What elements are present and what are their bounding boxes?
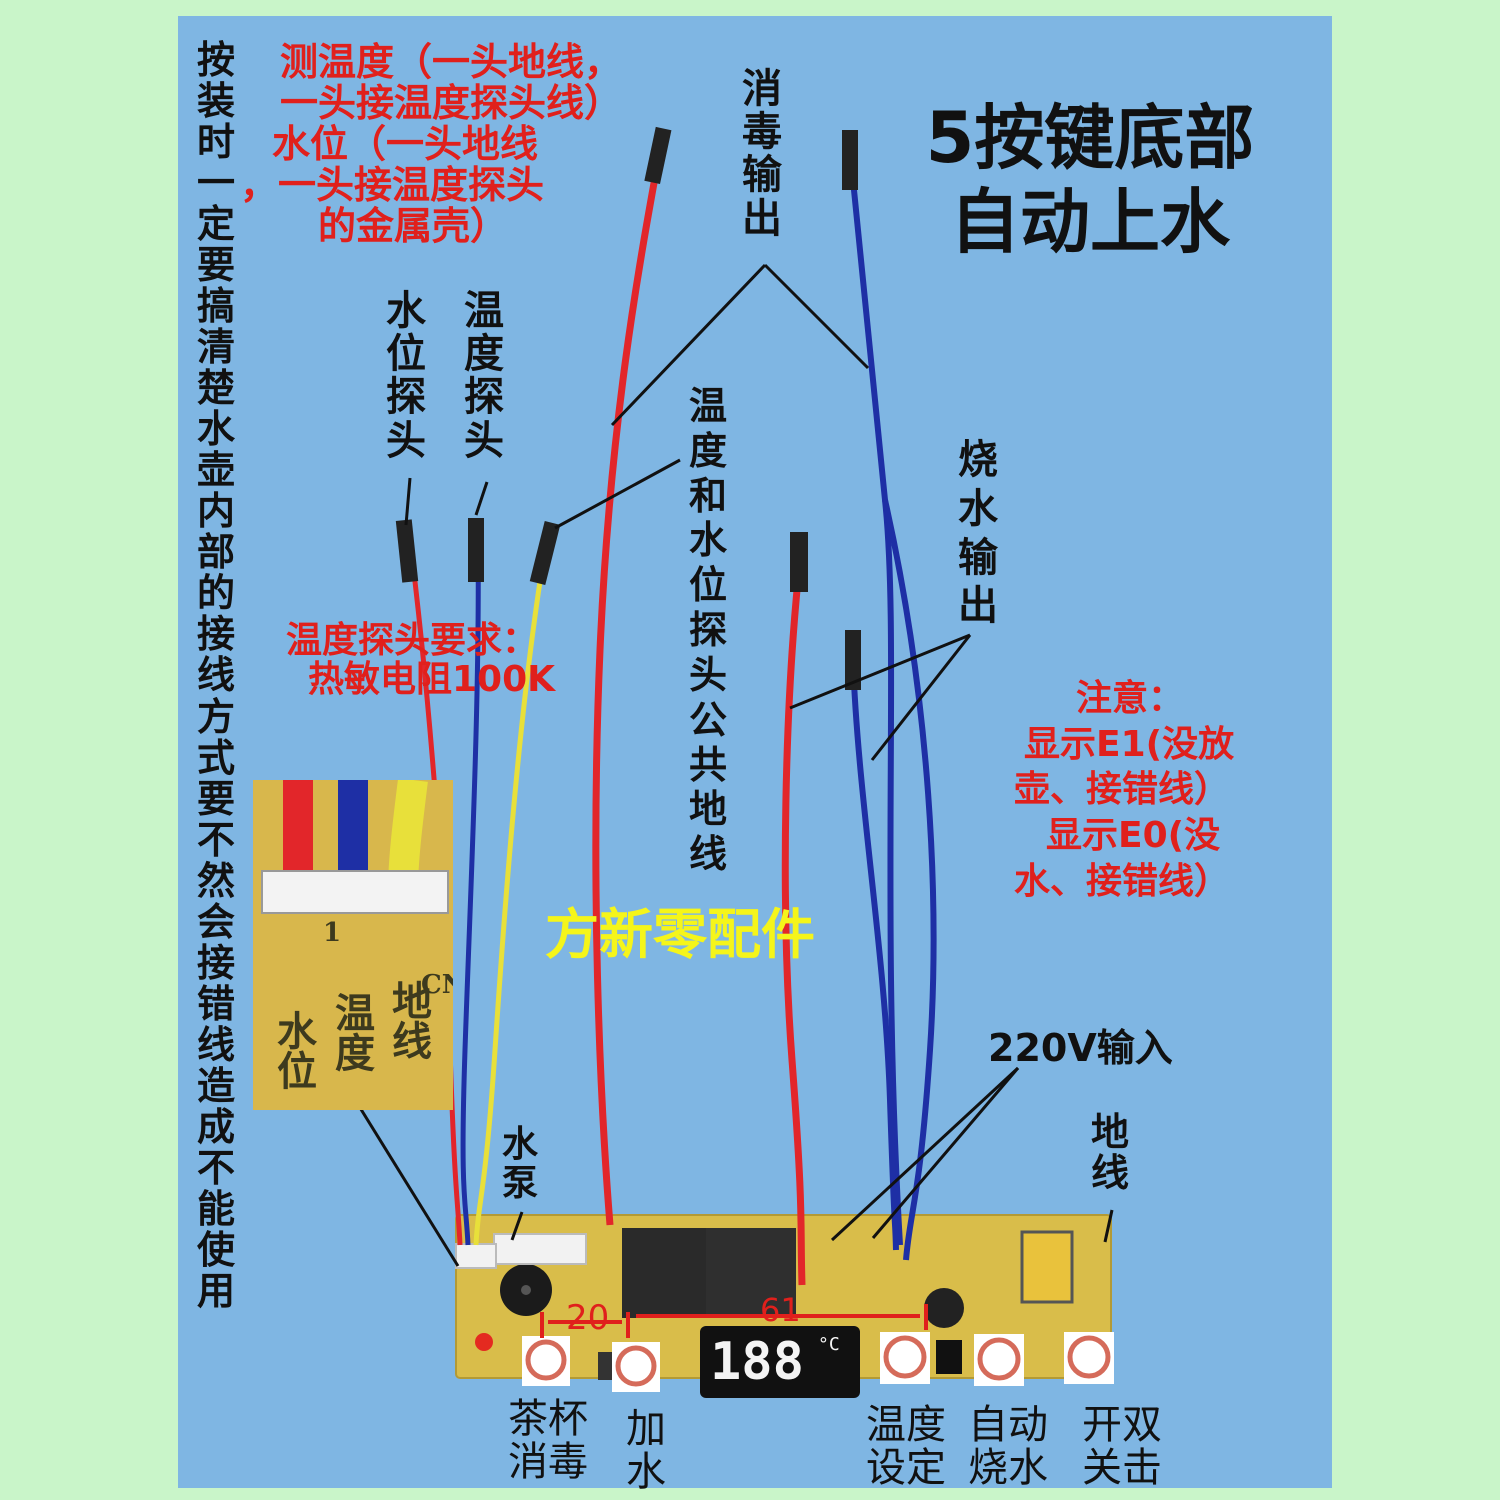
- button-label-temp-set: 温度 设定: [866, 1402, 946, 1492]
- wire-common-yellow: [473, 549, 548, 1246]
- title-line2: 自动上水: [950, 181, 1230, 263]
- leader-lines: [352, 263, 1114, 1267]
- inset-connector-closeup: 1 CN 水位 温度 地线: [253, 780, 453, 1110]
- add-water-line1: 加: [626, 1406, 666, 1452]
- probe-note-line5: 的金属壳）: [318, 204, 509, 249]
- inset-connector: [261, 870, 449, 914]
- button-label-add-water: 加 水: [626, 1406, 666, 1496]
- switch-temp-set[interactable]: [880, 1332, 930, 1384]
- label-pump: 水泵: [501, 1124, 538, 1204]
- display-digits: 188: [710, 1332, 804, 1392]
- label-common-ground: 温度和水位探头公共地线: [688, 384, 727, 877]
- label-temp-probe: 温度探头: [464, 288, 504, 464]
- wire-disinfect-red: [592, 149, 664, 1226]
- button-label-tea-disinfect: 茶杯 消毒: [508, 1396, 588, 1486]
- temp-probe-requirement: 温度探头要求： 热敏电阻100K: [286, 620, 556, 700]
- add-water-line2: 水: [626, 1449, 666, 1496]
- switch-tea-disinfect[interactable]: [522, 1336, 570, 1386]
- wire-boil-red: [781, 559, 806, 1286]
- inset-silk-cn: CN: [421, 970, 453, 1000]
- temp-set-line2: 设定: [866, 1445, 946, 1492]
- button-label-power: 开双 关击: [1082, 1402, 1162, 1492]
- pump-connector: [493, 1233, 587, 1265]
- probe-note-line2: 一头接温度探头线）: [280, 81, 623, 126]
- relay-1: [622, 1228, 708, 1318]
- inset-silk-temp: 温度: [328, 992, 375, 1072]
- relay-2: [706, 1228, 796, 1318]
- probe-note-line1: 测温度（一头地线，: [280, 40, 623, 84]
- dimension-arrow-20: [540, 1312, 630, 1338]
- switch-add-water[interactable]: [612, 1342, 660, 1392]
- attention-line2: 显示E1(没放: [1024, 723, 1235, 765]
- transformer: [1020, 1230, 1074, 1304]
- title-line1: 5按键底部: [925, 97, 1255, 179]
- button-label-auto-boil: 自动 烧水: [968, 1402, 1048, 1492]
- inset-silk-water-level: 水位: [270, 1010, 317, 1090]
- label-disinfect-output: 消毒输出: [742, 66, 782, 242]
- wire-boil-blue: [850, 659, 899, 1251]
- label-220v-input: 220V输入: [988, 1026, 1173, 1070]
- attention-line4: 显示E0(没: [1046, 815, 1221, 857]
- probe-note-line4: ，一头接温度探头: [240, 163, 545, 208]
- dimension-arrow-61: [636, 1304, 928, 1330]
- attention-line3: 壶、接错线）: [1014, 769, 1231, 811]
- tea-label-line1: 茶杯: [508, 1396, 588, 1442]
- dimension-20: 20: [566, 1298, 610, 1338]
- inset-silk-ground: 地线: [385, 980, 432, 1060]
- auto-boil-line1: 自动: [968, 1402, 1048, 1448]
- switch-auto-boil[interactable]: [974, 1334, 1024, 1386]
- temp-req-line1: 温度探头要求：: [286, 620, 539, 661]
- dimension-61: 61: [760, 1291, 801, 1329]
- capacitor-3: [598, 1352, 616, 1380]
- capacitor-1: [924, 1288, 964, 1328]
- capacitor-2: [936, 1340, 962, 1374]
- label-water-level-probe: 水位探头: [386, 288, 426, 464]
- temp-req-line2: 热敏电阻100K: [308, 658, 556, 700]
- power-line2: 关击: [1082, 1445, 1162, 1492]
- switch-power[interactable]: [1064, 1332, 1114, 1384]
- led: [475, 1333, 493, 1351]
- label-boil-output: 烧水输出: [958, 437, 998, 630]
- auto-boil-line2: 烧水: [968, 1445, 1048, 1492]
- probe-notes: 测温度（一头地线， 一头接温度探头线） 水位（一头地线 ，一头接温度探头 的金属…: [240, 40, 623, 249]
- power-line1: 开双: [1082, 1402, 1162, 1448]
- attention-line1: 注意：: [1076, 678, 1185, 719]
- attention-line5: 水、接错线）: [1014, 860, 1231, 902]
- page-title: 5按键底部 自动上水: [900, 96, 1280, 264]
- left-install-note: 按装时一定要搞清楚水壶内部的接线方式要不然会接错线造成不能使用: [196, 38, 235, 1313]
- wire-temp-blue: [460, 539, 481, 1246]
- temp-set-line1: 温度: [866, 1402, 946, 1448]
- inset-conn-num: 1: [323, 918, 342, 948]
- attention-note: 注意： 显示E1(没放 壶、接错线） 显示E0(没 水、接错线）: [1014, 676, 1234, 905]
- probe-note-line3: 水位（一头地线: [272, 122, 539, 167]
- wire-disinfect-blue: [847, 149, 903, 1246]
- display-unit: °C: [818, 1334, 840, 1355]
- brand-watermark: 方新零配件: [545, 903, 815, 966]
- label-ground: 地线: [1090, 1110, 1129, 1196]
- led-display: 188 °C: [700, 1326, 860, 1398]
- wire-220v-blue: [882, 499, 937, 1261]
- tea-label-line2: 消毒: [508, 1439, 588, 1486]
